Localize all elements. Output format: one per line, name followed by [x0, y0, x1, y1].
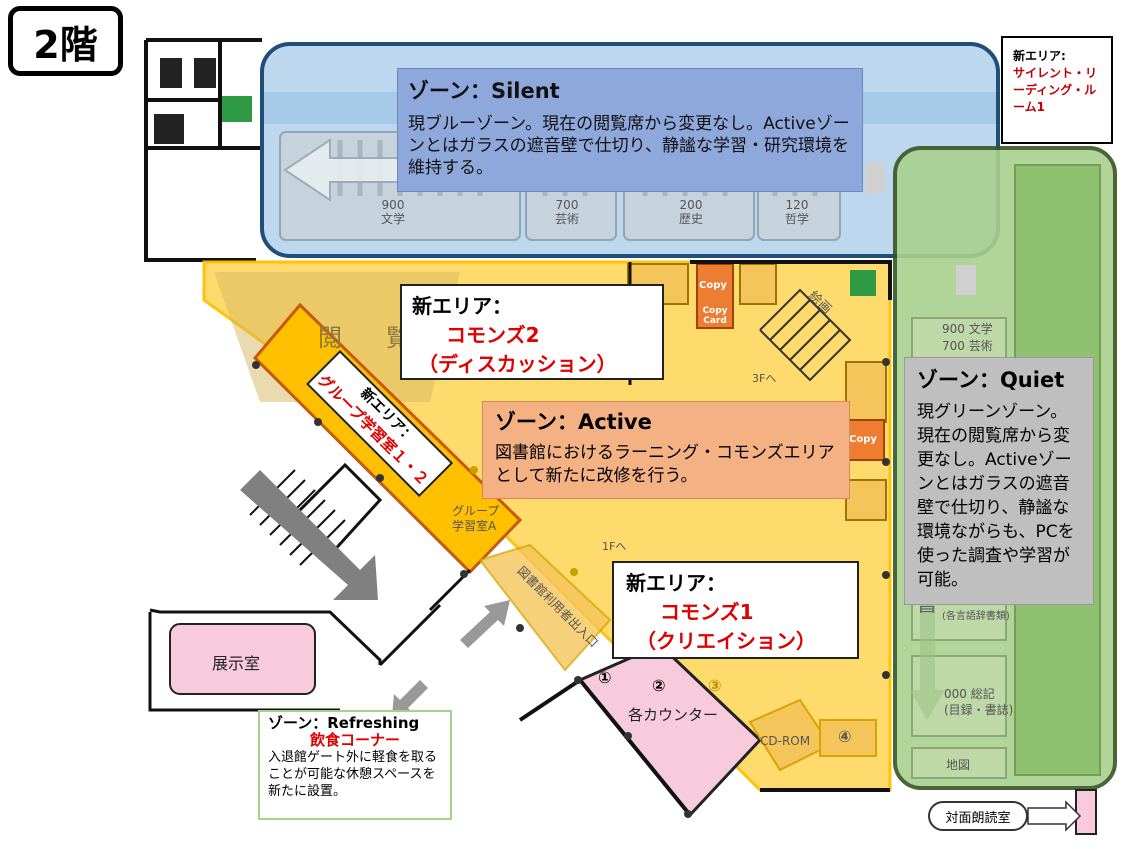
refreshing-zone-title: ゾーン：Refreshing	[268, 714, 420, 732]
silent-zone-body: 現ブルーゾーン。現在の閲覧席から変更なし。Activeゾーンとはガラスの遮音壁で…	[408, 114, 850, 178]
copy-label: Copy	[699, 280, 727, 291]
stairs-down-arrow	[240, 470, 378, 600]
active-zone-title: ゾーン：Active	[495, 410, 652, 434]
copy-card-label: Copy Card	[702, 306, 728, 326]
exhibition-label: 展示室	[212, 654, 261, 673]
refreshing-zone-subtitle: 飲食コーナー	[309, 731, 400, 749]
silent-zone-title: ゾーン：Silent	[408, 79, 560, 103]
copy-label-2: Copy	[849, 434, 877, 445]
active-zone-body: 図書館におけるラーニング・コモンズエリアとして新たに改修を行う。	[495, 443, 835, 486]
floor-label: 2階	[8, 6, 123, 76]
cdrom-label: CD-ROM	[760, 734, 811, 748]
counter-num-3: ③	[708, 676, 722, 695]
map-room-label: 地図	[946, 758, 971, 772]
exhibition-room	[169, 623, 316, 695]
floor3-label: 3Fへ	[752, 372, 777, 385]
counter-num-1: ①	[598, 668, 612, 687]
new-area-silent-room: 新エリア: サイレント・リーディング・ルーム1	[1001, 36, 1113, 144]
commons1-heading: 新エリア：	[626, 571, 726, 595]
counter-num-2: ②	[652, 676, 666, 695]
new-area-heading: 新エリア:	[1013, 49, 1066, 63]
counter-num-4: ④	[838, 727, 852, 746]
active-zone-description: ゾーン：Active 図書館におけるラーニング・コモンズエリアとして新たに改修を…	[482, 401, 850, 499]
commons2-name: コモンズ2	[446, 323, 540, 347]
quiet-zone-description: ゾーン：Quiet 現グリーンゾーン。現在の閲覧席から変更なし。Activeゾー…	[904, 357, 1094, 605]
new-area-commons2: 新エリア： コモンズ2 （ディスカッション）	[400, 284, 664, 380]
refreshing-zone-body: 入退館ゲート外に軽食を取ることが可能な休憩スペースを新たに設置。	[268, 750, 438, 799]
new-area-commons1: 新エリア： コモンズ1 （クリエイション）	[612, 561, 859, 659]
floor1-label: 1Fへ	[602, 540, 627, 553]
silent-zone-description: ゾーン：Silent 現ブルーゾーン。現在の閲覧席から変更なし。Activeゾー…	[397, 68, 863, 192]
refreshing-zone-description: ゾーン：Refreshing 飲食コーナー 入退館ゲート外に軽食を取ることが可能…	[258, 710, 452, 820]
commons1-sub: （クリエイション）	[636, 629, 816, 653]
silent-room-name: サイレント・リーディング・ルーム1	[1013, 66, 1098, 114]
quiet-zone-title: ゾーン：Quiet	[917, 368, 1065, 392]
commons1-name: コモンズ1	[660, 600, 754, 624]
commons2-sub: （ディスカッション）	[418, 352, 617, 376]
reading-room-label: 対面朗読室	[928, 801, 1028, 831]
commons2-heading: 新エリア：	[412, 294, 512, 318]
right-000-label: 000 総記(目録・書誌)	[944, 687, 1014, 717]
right-000b-sub: (各言語辞書類)	[942, 611, 1010, 622]
etsuran-label: 閲 覧	[318, 324, 420, 352]
counters-label: 各カウンター	[628, 706, 719, 724]
old-group-label: グループ学習室A	[452, 504, 500, 533]
quiet-zone-body: 現グリーンゾーン。現在の閲覧席から変更なし。Activeゾーンとはガラスの遮音壁…	[917, 402, 1075, 590]
